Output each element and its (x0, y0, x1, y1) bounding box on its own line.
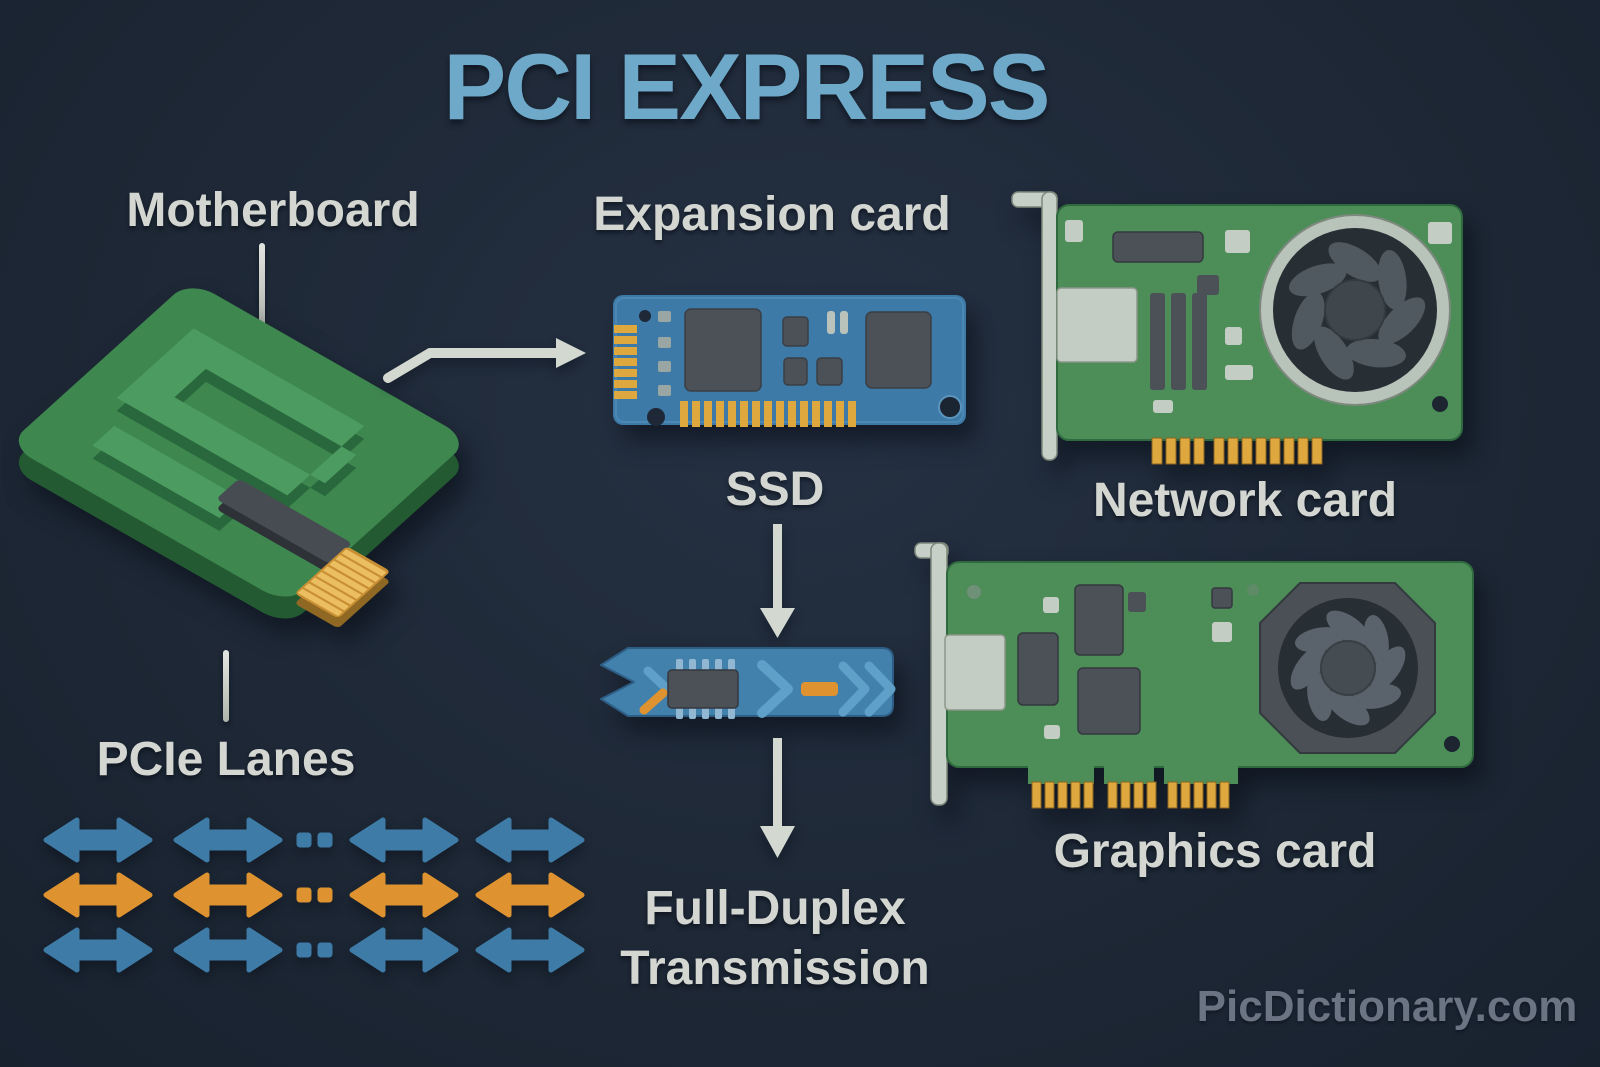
controller-chip (684, 308, 762, 392)
pcie-lane-row (46, 930, 582, 970)
double-chevron-right-icon (838, 661, 896, 717)
fan-icon (1278, 598, 1418, 738)
heatsink-fins (1150, 293, 1207, 390)
chip-icon (667, 659, 739, 719)
pad (1043, 597, 1059, 613)
ssd-capacitors (827, 311, 848, 334)
bracket (1011, 191, 1058, 461)
pad (1225, 327, 1242, 345)
screw (967, 585, 981, 599)
gpu-chip (1077, 667, 1141, 735)
chevron-right-icon (757, 660, 793, 718)
fan-icon (1259, 214, 1451, 406)
ssd-bottom-pins (680, 401, 856, 427)
chip-small (1128, 592, 1146, 612)
chip (1112, 231, 1204, 263)
full-duplex-line2: Transmission (620, 942, 930, 995)
pad (1065, 220, 1083, 242)
mounting-hole (938, 395, 962, 419)
motherboard-illustration (18, 288, 459, 628)
label-graphics-card: Graphics card (1053, 825, 1377, 878)
motherboard-callout-line (259, 243, 265, 327)
ssd-card-illustration (613, 295, 966, 427)
label-ssd: SSD (725, 463, 825, 516)
gold-edge-connector (296, 547, 389, 618)
arrow-motherboard-to-card (383, 338, 586, 383)
label-pcie-lanes: PCIe Lanes (96, 733, 356, 786)
label-expansion-card: Expansion card (593, 188, 951, 241)
connector-tabs (1028, 760, 1238, 784)
chip-small (1197, 275, 1219, 295)
edge-connector-pins (1031, 781, 1230, 809)
lane-dots (296, 887, 312, 903)
arrowhead-down-icon (760, 826, 795, 858)
pad (1044, 725, 1060, 739)
pcie-lane-row (46, 875, 582, 915)
full-duplex-line1: Full-Duplex (644, 882, 906, 935)
label-motherboard: Motherboard (126, 184, 420, 237)
pad (1225, 365, 1253, 380)
edge-connector-pins (1151, 437, 1323, 465)
bracket (914, 542, 949, 806)
ssd-side-connector (614, 325, 637, 399)
arrow-ssd-to-lane (760, 524, 795, 638)
nand-chip (865, 311, 932, 389)
pcie-slot-trace (92, 328, 365, 518)
watermark: PicDictionary.com (1196, 982, 1578, 1031)
pcie-lane-row (46, 820, 582, 860)
ssd-pads (658, 311, 671, 396)
ethernet-port (1056, 287, 1138, 363)
fan-shroud (1259, 582, 1436, 754)
display-port (944, 634, 1006, 711)
pad (1153, 400, 1173, 413)
page-title: PCI EXPRESS (443, 34, 1051, 139)
lane-dots (296, 942, 312, 958)
pad (1212, 622, 1232, 642)
small-chevron-blue-icon (643, 666, 670, 692)
key-notch (647, 408, 665, 426)
mounting-hole (1444, 736, 1460, 752)
pad (1225, 230, 1250, 253)
raised-bar (92, 425, 242, 518)
lane-dots (296, 832, 312, 848)
screw (1247, 584, 1259, 596)
memory-slot (218, 480, 351, 563)
arrowhead-right-icon (556, 338, 586, 368)
graphics-chips (1017, 584, 1233, 735)
dash-icon (801, 682, 838, 696)
ssd-chips (684, 308, 932, 392)
pcie-lanes-diagram (35, 805, 595, 975)
arrowhead-down-icon (760, 608, 795, 638)
label-full-duplex-transmission: Full-Duplex Transmission (620, 879, 929, 999)
arrow-lane-to-text (760, 738, 795, 858)
data-lane-banner (600, 647, 896, 719)
network-card-illustration (1011, 191, 1463, 465)
pcie-lanes-callout-line (223, 650, 229, 722)
pad (1428, 222, 1452, 244)
label-network-card: Network card (1092, 474, 1398, 527)
mounting-hole (1432, 396, 1448, 412)
small-chevron-orange-icon (639, 688, 668, 715)
graphics-card-illustration (914, 542, 1474, 809)
